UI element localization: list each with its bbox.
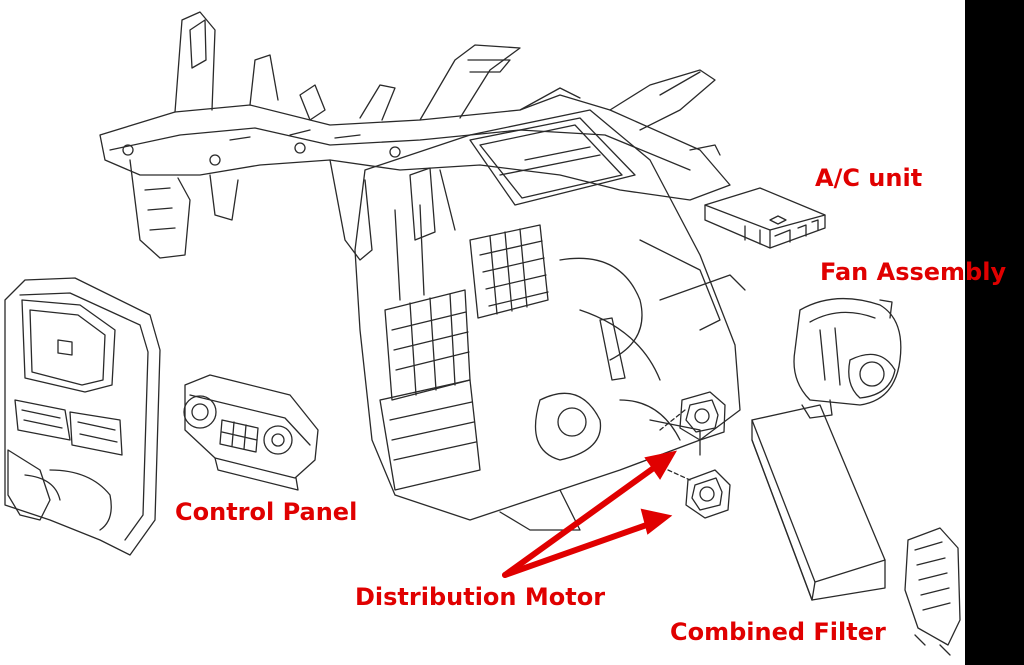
- control-panel-label: Control Panel: [175, 498, 358, 526]
- hvac-housing-drawing: [354, 109, 746, 531]
- distribution-motor-drawings: [679, 391, 731, 519]
- fan-assembly-drawing: [793, 297, 902, 419]
- fan-assembly-label: Fan Assembly: [820, 258, 1007, 286]
- cross-car-beam-drawing: [99, 11, 731, 261]
- control-panel-module-drawing: [183, 374, 319, 491]
- ac-unit-drawing: [704, 187, 826, 249]
- right-edge-band: [965, 0, 1024, 665]
- control-panel-bezel-drawing: [4, 277, 161, 556]
- distribution-motor-label: Distribution Motor: [355, 583, 606, 611]
- filter-cover-drawing: [904, 527, 961, 656]
- ac-unit-label: A/C unit: [815, 164, 923, 192]
- distribution-motor-arrows: [502, 450, 677, 578]
- combined-filter-label: Combined Filter: [670, 618, 886, 646]
- combined-filter-drawing: [751, 404, 886, 601]
